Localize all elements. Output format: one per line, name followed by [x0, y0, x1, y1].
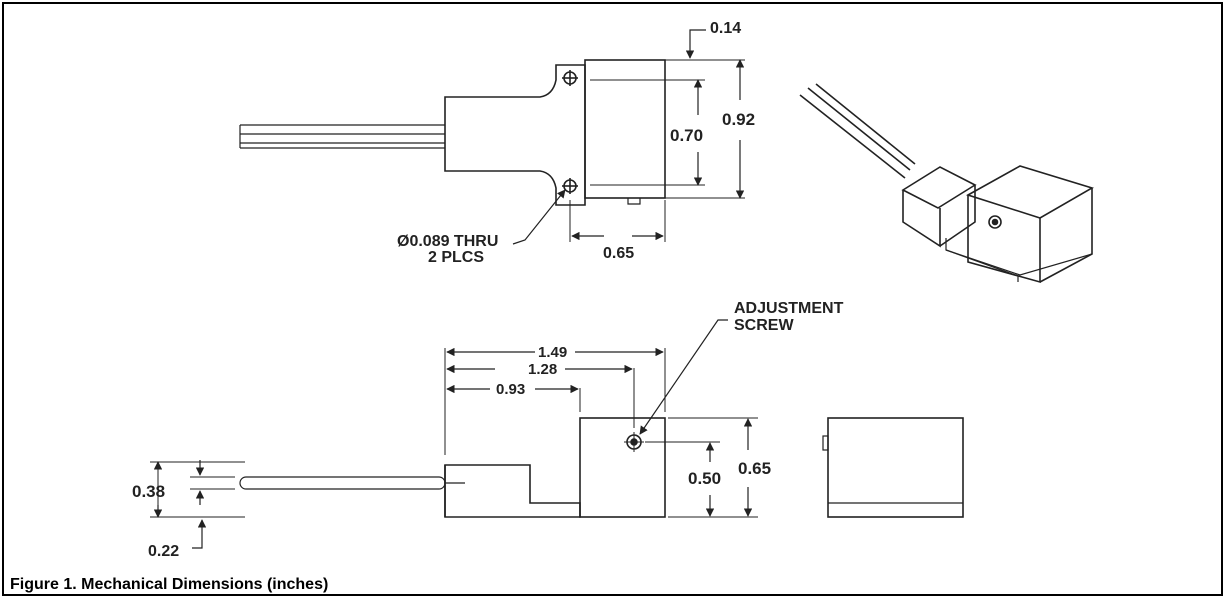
dim-label-0-38: 0.38: [132, 482, 165, 501]
top-view: [239, 29, 745, 245]
dim-label-0-14: 0.14: [710, 20, 741, 37]
top-view-flange: [444, 64, 586, 206]
top-view-body: [584, 59, 666, 199]
top-view-fiber-leads: [239, 124, 445, 149]
dim-label-0-22: 0.22: [148, 543, 179, 560]
side-view-adjustment-screw: [624, 432, 644, 452]
dim-label-0-50: 0.50: [688, 469, 721, 488]
dim-label-0-65-top: 0.65: [603, 245, 634, 262]
isometric-view: [799, 83, 1094, 284]
top-view-mounting-hole-bottom: [562, 178, 578, 194]
screw-note-line2: SCREW: [734, 317, 794, 334]
iso-strain-relief: [901, 166, 977, 248]
iso-base-plate: [945, 249, 1093, 276]
screw-note-line1: ADJUSTMENT: [734, 300, 844, 317]
side-view-fiber: [239, 476, 465, 490]
end-view-body: [827, 417, 964, 518]
dim-label-1-49: 1.49: [538, 344, 567, 361]
dim-label-0-92: 0.92: [722, 110, 755, 129]
dim-label-0-70: 0.70: [670, 126, 703, 145]
dim-label-0-93: 0.93: [496, 381, 525, 398]
iso-adjustment-screw: [988, 215, 1002, 229]
hole-note-line1: Ø0.089 THRU: [397, 233, 498, 250]
dim-label-0-65-side: 0.65: [738, 459, 771, 478]
iso-fiber-cable: [799, 94, 906, 179]
figure-caption: Figure 1. Mechanical Dimensions (inches): [10, 576, 329, 593]
side-view-body: [579, 417, 666, 518]
side-view: [150, 319, 758, 549]
top-view-mounting-hole-top: [562, 70, 578, 86]
side-view-base: [444, 464, 581, 518]
iso-main-body: [945, 165, 1094, 284]
dim-label-1-28: 1.28: [528, 361, 557, 378]
hole-note-line2: 2 PLCS: [428, 249, 484, 266]
end-view: [822, 417, 964, 518]
